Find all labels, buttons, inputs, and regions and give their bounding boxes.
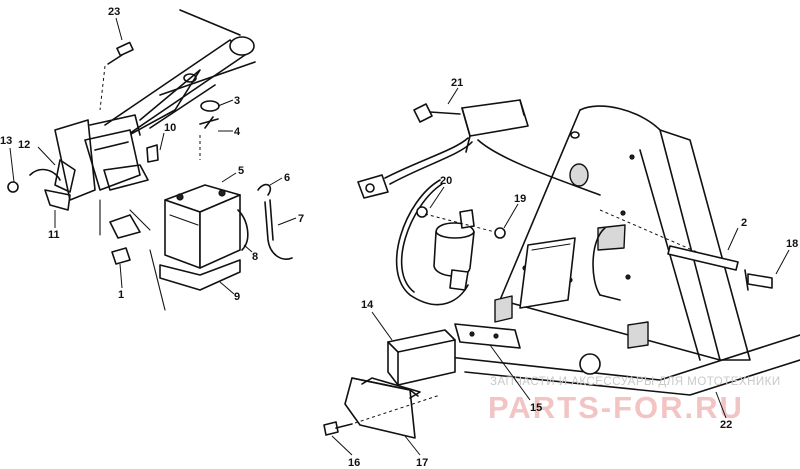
callout-4: 4: [234, 126, 241, 138]
callout-9: 9: [234, 291, 240, 303]
callout-labels: 23 3 4 10 12 13 11 1 5 6 7 8 9 21 20 19: [0, 6, 798, 469]
callout-3: 3: [234, 95, 240, 107]
callout-20: 20: [440, 175, 452, 187]
callout-7: 7: [298, 213, 304, 225]
callout-17: 17: [416, 457, 428, 469]
callout-11: 11: [48, 229, 60, 241]
frame-assembly: [29, 9, 293, 311]
callout-22: 22: [720, 419, 732, 431]
callout-2: 2: [741, 217, 747, 229]
watermark: ЗАПЧАСТИ И АКСЕССУАРЫ ДЛЯ МОТОТЕХНИКИ PA…: [488, 376, 781, 425]
callout-5: 5: [238, 165, 244, 177]
callout-19: 19: [514, 193, 526, 205]
callout-18: 18: [786, 238, 798, 250]
callout-6: 6: [284, 172, 290, 184]
callout-16: 16: [348, 457, 360, 469]
callout-1: 1: [118, 289, 124, 301]
ignition-panel-assembly: [323, 99, 800, 439]
callout-21: 21: [451, 77, 463, 89]
callout-23: 23: [108, 6, 120, 18]
callout-13: 13: [0, 135, 12, 147]
callout-12: 12: [18, 139, 30, 151]
callout-8: 8: [252, 251, 258, 263]
watermark-brand: PARTS-FOR.RU: [488, 390, 744, 425]
callout-15: 15: [530, 402, 542, 414]
watermark-tagline: ЗАПЧАСТИ И АКСЕССУАРЫ ДЛЯ МОТОТЕХНИКИ: [490, 376, 781, 388]
callout-10: 10: [164, 122, 176, 134]
callout-14: 14: [361, 299, 374, 311]
